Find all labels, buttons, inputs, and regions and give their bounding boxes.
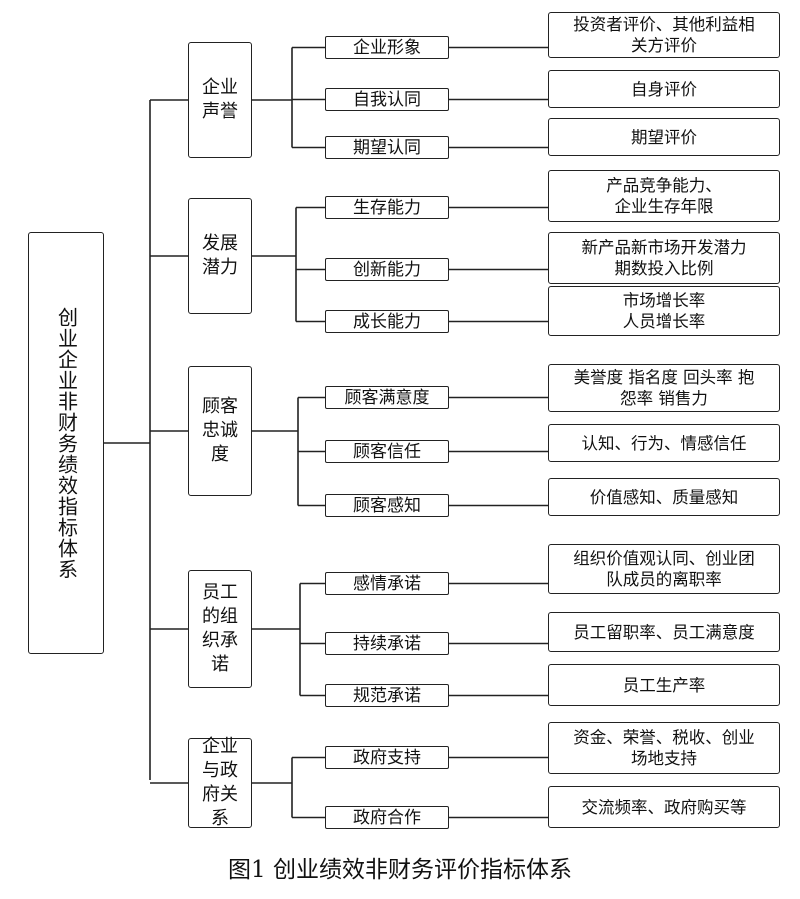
category-box-3: 员工的组织承诺	[188, 570, 252, 688]
category-box-0: 企业声誉	[188, 42, 252, 158]
indicator-box-2-1: 认知、行为、情感信任	[548, 424, 780, 462]
sub-box-2-0: 顾客满意度	[325, 386, 449, 409]
category-box-4-label: 企业与政府关系	[202, 736, 238, 829]
sub-box-3-0: 感情承诺	[325, 572, 449, 595]
indicator-box-3-1-label: 员工留职率、员工满意度	[573, 622, 755, 642]
indicator-box-1-0-label: 产品竞争能力、企业生存年限	[606, 176, 722, 216]
sub-box-0-0-label: 企业形象	[353, 37, 421, 58]
sub-box-3-1: 持续承诺	[325, 632, 449, 655]
indicator-box-0-2: 期望评价	[548, 118, 780, 156]
indicator-box-3-2: 员工生产率	[548, 664, 780, 706]
category-box-0-label: 企业声誉	[202, 77, 238, 122]
category-box-1: 发展潜力	[188, 198, 252, 314]
sub-box-1-0: 生存能力	[325, 196, 449, 219]
indicator-box-4-0: 资金、荣誉、税收、创业场地支持	[548, 722, 780, 774]
indicator-box-2-0-label: 美誉度 指名度 回头率 抱怨率 销售力	[573, 368, 755, 408]
category-box-1-label: 发展潜力	[202, 233, 238, 278]
sub-box-3-1-label: 持续承诺	[353, 633, 421, 654]
indicator-box-1-2-label: 市场增长率人员增长率	[622, 291, 706, 331]
indicator-box-1-1-label: 新产品新市场开发潜力期数投入比例	[581, 238, 747, 278]
root-label: 创业企业非财务绩效指标体系	[54, 306, 79, 580]
sub-box-2-0-label: 顾客满意度	[344, 387, 430, 408]
sub-box-0-0: 企业形象	[325, 36, 449, 59]
category-box-2: 顾客忠诚度	[188, 366, 252, 496]
indicator-box-2-2: 价值感知、质量感知	[548, 478, 780, 516]
sub-box-3-0-label: 感情承诺	[353, 573, 421, 594]
sub-box-0-1: 自我认同	[325, 88, 449, 111]
category-box-4: 企业与政府关系	[188, 736, 252, 829]
sub-box-1-0-label: 生存能力	[353, 197, 421, 218]
indicator-box-0-0-label: 投资者评价、其他利益相关方评价	[573, 15, 755, 55]
sub-box-3-2-label: 规范承诺	[353, 685, 421, 706]
sub-box-2-2: 顾客感知	[325, 494, 449, 517]
sub-box-0-2-label: 期望认同	[353, 137, 421, 158]
sub-box-1-1: 创新能力	[325, 258, 449, 281]
root-box: 创业企业非财务绩效指标体系	[28, 232, 104, 654]
sub-box-4-1: 政府合作	[325, 806, 449, 829]
indicator-box-3-0: 组织价值观认同、创业团队成员的离职率	[548, 544, 780, 594]
indicator-box-1-2: 市场增长率人员增长率	[548, 286, 780, 336]
sub-box-4-0: 政府支持	[325, 746, 449, 769]
indicator-box-0-1: 自身评价	[548, 70, 780, 108]
sub-box-2-1-label: 顾客信任	[353, 441, 421, 462]
sub-box-0-1-label: 自我认同	[353, 89, 421, 110]
indicator-box-0-2-label: 期望评价	[631, 127, 697, 147]
indicator-box-1-0: 产品竞争能力、企业生存年限	[548, 170, 780, 222]
sub-box-3-2: 规范承诺	[325, 684, 449, 707]
indicator-box-3-2-label: 员工生产率	[622, 675, 706, 695]
category-box-3-label: 员工的组织承诺	[202, 582, 238, 675]
figure-caption: 图1 创业绩效非财务评价指标体系	[228, 857, 572, 883]
indicator-box-1-1: 新产品新市场开发潜力期数投入比例	[548, 232, 780, 284]
sub-box-2-2-label: 顾客感知	[353, 495, 421, 516]
sub-box-0-2: 期望认同	[325, 136, 449, 159]
indicator-box-2-2-label: 价值感知、质量感知	[589, 487, 739, 507]
sub-box-4-0-label: 政府支持	[353, 747, 421, 768]
category-box-2-label: 顾客忠诚度	[202, 396, 238, 465]
sub-box-1-2: 成长能力	[325, 310, 449, 333]
sub-box-2-1: 顾客信任	[325, 440, 449, 463]
indicator-box-0-0: 投资者评价、其他利益相关方评价	[548, 12, 780, 58]
indicator-box-4-1-label: 交流频率、政府购买等	[581, 797, 747, 817]
indicator-box-2-0: 美誉度 指名度 回头率 抱怨率 销售力	[548, 364, 780, 412]
indicator-box-4-1: 交流频率、政府购买等	[548, 786, 780, 828]
indicator-box-2-1-label: 认知、行为、情感信任	[581, 433, 747, 453]
sub-box-1-2-label: 成长能力	[353, 311, 421, 332]
indicator-box-3-1: 员工留职率、员工满意度	[548, 612, 780, 652]
indicator-box-0-1-label: 自身评价	[631, 79, 697, 99]
indicator-box-3-0-label: 组织价值观认同、创业团队成员的离职率	[573, 549, 755, 589]
sub-box-1-1-label: 创新能力	[353, 259, 421, 280]
indicator-box-4-0-label: 资金、荣誉、税收、创业场地支持	[573, 728, 755, 768]
sub-box-4-1-label: 政府合作	[353, 807, 421, 828]
